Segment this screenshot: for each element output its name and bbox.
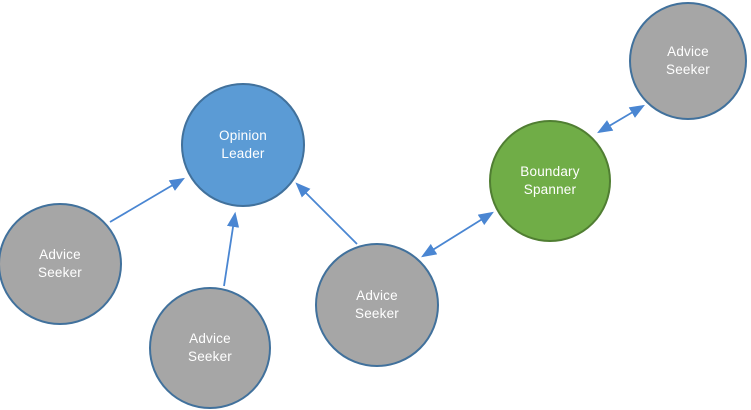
edge-advice-seeker-left-to-opinion-leader — [109, 177, 185, 223]
edge-advice-seeker-center-boundary-spanner — [421, 211, 494, 258]
node-label: Advice — [667, 44, 709, 59]
node-label: Advice — [356, 288, 398, 303]
node-advice-seeker-center: Advice Seeker — [315, 243, 439, 367]
node-label: Advice — [39, 247, 81, 262]
node-opinion-leader: Opinion Leader — [181, 83, 305, 207]
edge-boundary-spanner-advice-seeker-top-right — [597, 104, 645, 134]
node-label: Seeker — [38, 265, 82, 280]
edge-advice-seeker-bottom-to-opinion-leader — [223, 211, 240, 287]
node-label: Spanner — [523, 182, 577, 197]
node-label: Leader — [221, 146, 265, 161]
node-advice-seeker-left: Advice Seeker — [0, 203, 122, 325]
node-label: Advice — [189, 331, 231, 346]
node-label: Seeker — [666, 62, 710, 77]
node-boundary-spanner: Boundary Spanner — [489, 120, 611, 242]
node-advice-seeker-bottom: Advice Seeker — [149, 287, 271, 409]
node-label: Seeker — [188, 349, 232, 364]
edge-advice-seeker-center-to-opinion-leader — [295, 182, 358, 245]
node-label: Boundary — [520, 164, 580, 179]
node-label: Seeker — [355, 306, 399, 321]
node-label: Opinion — [219, 128, 267, 143]
node-advice-seeker-top-right: Advice Seeker — [629, 2, 747, 120]
